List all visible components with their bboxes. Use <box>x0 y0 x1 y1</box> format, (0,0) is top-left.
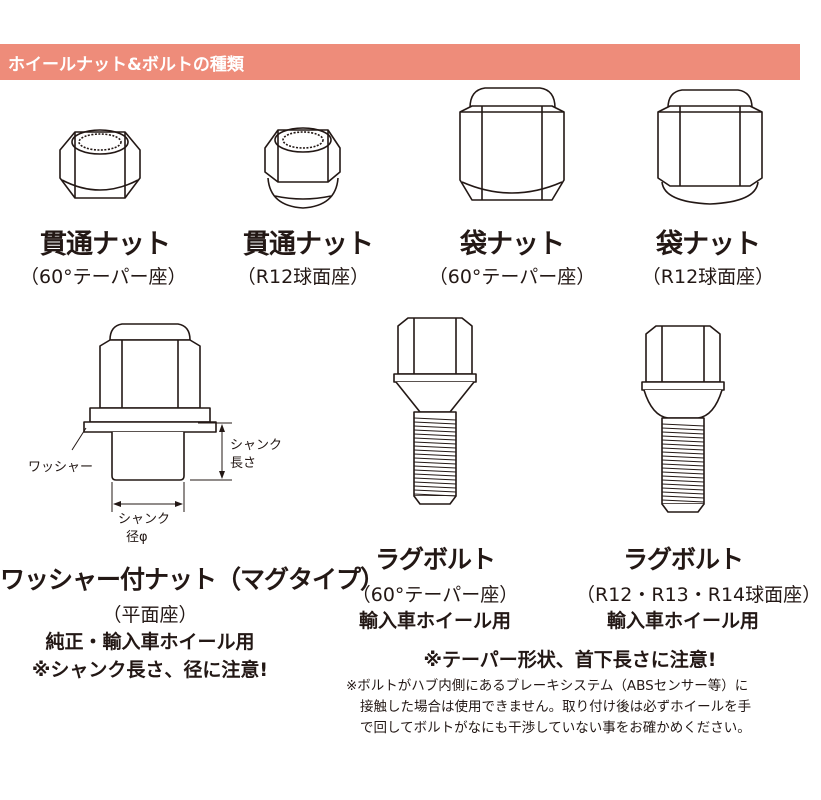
bolt-1-usage: 輸入車ホイール用 <box>358 610 511 632</box>
bolt-note-line-3: で回してボルトがなにも干渉していない事をお確かめください。 <box>360 720 751 736</box>
washer-nut-name: ワッシャー付ナット（マグタイプ） <box>0 565 385 594</box>
nut-3-seat: （60°テーパー座） <box>428 266 596 288</box>
bolt-1-name: ラグボルト <box>374 545 496 574</box>
lug-bolt-ball-threads <box>661 423 705 503</box>
washer-nut-drawing <box>71 323 232 512</box>
nut-2-seat: （R12球面座） <box>236 266 370 288</box>
nut-3-name: 袋ナット <box>460 229 565 260</box>
washer-nut-usage: 純正・輸入車ホイール用 <box>45 631 255 653</box>
bolt-note-line-2: 接触した場合は使用できません。取り付け後は必ずホイールを手 <box>360 699 752 715</box>
bolt-2-name: ラグボルト <box>622 545 744 574</box>
washer-nut-seat: （平面座） <box>102 604 198 626</box>
lug-bolt-ball-drawing <box>641 325 725 513</box>
nut-1-seat: （60°テーパー座） <box>20 266 187 288</box>
bolt-caution: ※テーパー形状、首下長さに注意! <box>423 649 717 671</box>
through-nut-ball-drawing <box>264 127 341 209</box>
bolt-1-seat: （60°テーパー座） <box>351 584 519 606</box>
shank-diameter-label-2: 径φ <box>126 530 148 545</box>
nut-2-name: 貫通ナット <box>243 229 374 260</box>
nut-4-name: 袋ナット <box>656 229 761 260</box>
cap-nut-ball-drawing <box>657 89 763 205</box>
washer-nut-caution: ※シャンク長さ、径に注意! <box>31 659 269 681</box>
washer-label: ワッシャー <box>28 460 94 475</box>
lug-bolt-taper-drawing <box>393 317 477 505</box>
illustration-canvas <box>59 87 763 513</box>
shank-diameter-label-1: シャンク <box>118 512 171 527</box>
section-title: ホイールナット&ボルトの種類 <box>8 55 244 75</box>
cap-nut-taper-drawing <box>459 87 565 201</box>
through-nut-taper-drawing <box>59 129 141 199</box>
shank-length-label-1: シャンク <box>230 438 283 453</box>
nut-1-name: 貫通ナット <box>40 229 171 260</box>
bolt-2-usage: 輸入車ホイール用 <box>606 610 759 632</box>
section-header-bar: ホイールナット&ボルトの種類 <box>0 44 800 80</box>
bolt-2-seat: （R12・R13・R14球面座） <box>576 584 821 606</box>
lug-bolt-taper-threads <box>413 417 457 497</box>
bolt-note-line-1: ※ボルトがハブ内側にあるブレーキシステム（ABSセンサー等）に <box>346 678 749 694</box>
shank-length-label-2: 長さ <box>230 456 257 471</box>
nut-4-seat: （R12球面座） <box>641 266 775 288</box>
